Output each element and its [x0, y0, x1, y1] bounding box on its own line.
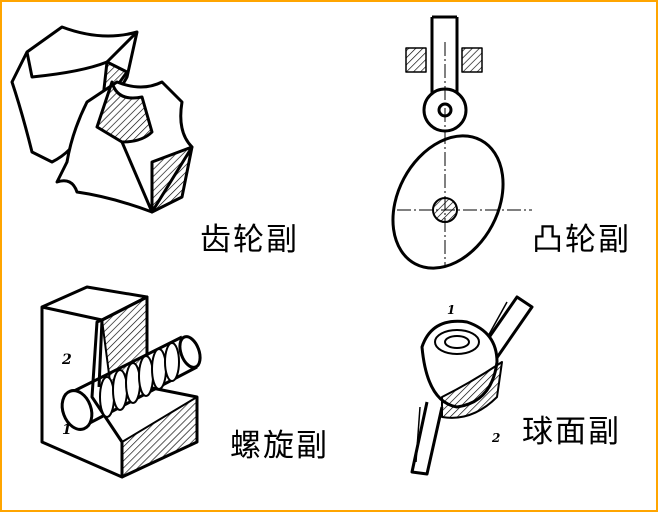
spherical-pair-drawing	[410, 295, 534, 476]
cam-pair-drawing	[391, 15, 532, 270]
sphere-outer-number: 2	[491, 431, 500, 445]
screw-pair-drawing	[40, 285, 202, 479]
screw-shaft-number: 1	[62, 422, 72, 438]
screw-block-number: 2	[61, 352, 72, 368]
sphere-inner-number: 1	[447, 303, 455, 317]
spherical-pair-label: 球面副	[522, 414, 621, 450]
screw-pair-label: 螺旋副	[230, 428, 329, 464]
cam-pair-label: 凸轮副	[532, 222, 631, 258]
gear-pair-drawing	[10, 25, 194, 214]
gear-pair-label: 齿轮副	[200, 222, 299, 258]
